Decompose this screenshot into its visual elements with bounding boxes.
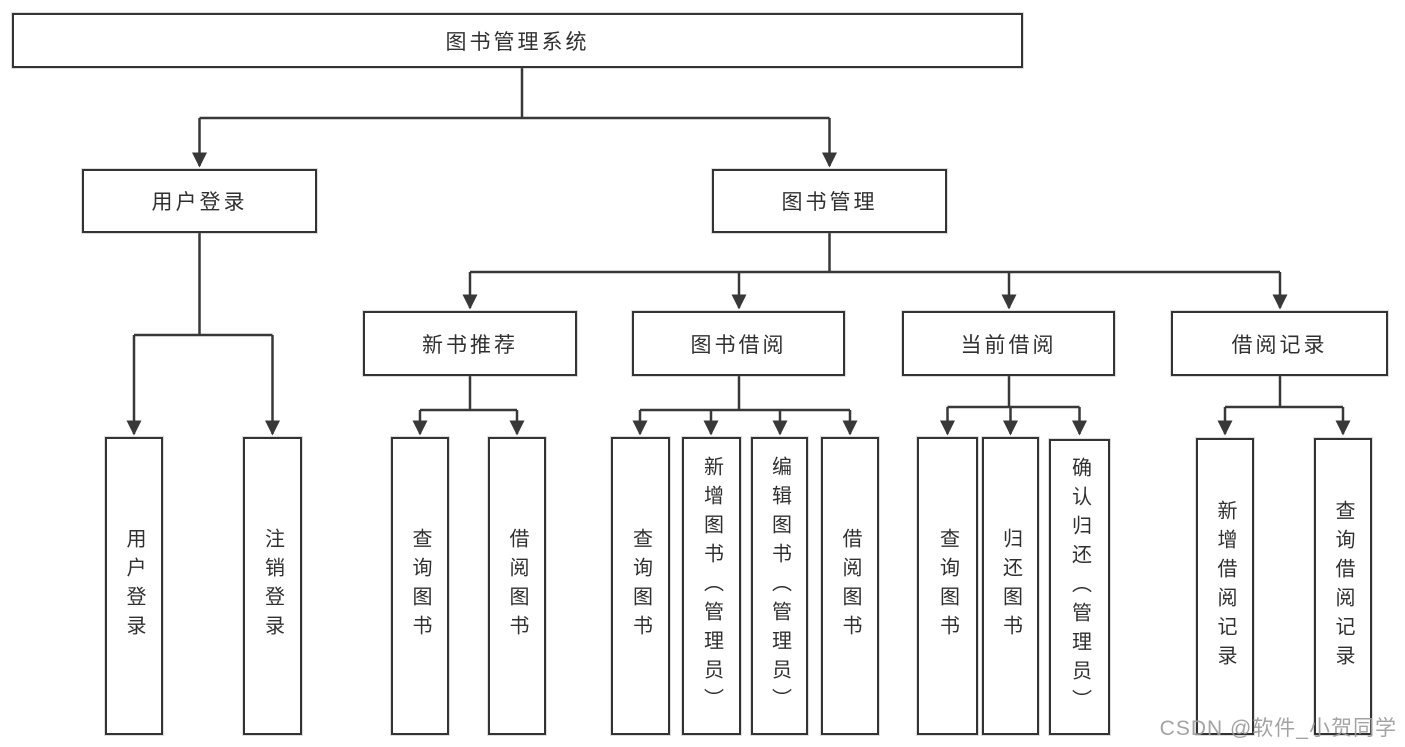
leaf-return-books: 归还图书 (982, 437, 1039, 735)
leaf-user-login: 用户登录 (105, 437, 163, 735)
node-borrow-records: 借阅记录 (1171, 311, 1388, 376)
leaf-query-books-recommend: 查询图书 (391, 437, 449, 735)
leaf-edit-book-admin: 编辑图书（管理员） (751, 437, 808, 735)
node-book-management-branch: 图书管理 (712, 169, 947, 233)
node-user-login-branch: 用户登录 (82, 169, 317, 233)
node-new-book-recommend: 新书推荐 (363, 311, 577, 376)
node-book-borrow: 图书借阅 (632, 311, 845, 376)
leaf-add-book-admin: 新增图书（管理员） (682, 437, 741, 735)
leaf-confirm-return-admin: 确认归还（管理员） (1049, 439, 1110, 735)
leaf-add-borrow-record: 新增借阅记录 (1196, 438, 1254, 735)
node-root-library-system: 图书管理系统 (12, 13, 1023, 68)
node-current-borrow: 当前借阅 (902, 311, 1115, 376)
leaf-borrow-books-recommend: 借阅图书 (488, 437, 546, 735)
leaf-query-books-borrow: 查询图书 (611, 437, 670, 735)
leaf-borrow-books: 借阅图书 (821, 437, 879, 735)
leaf-logout: 注销登录 (243, 437, 302, 735)
leaf-query-books-current: 查询图书 (917, 437, 978, 735)
csdn-watermark: CSDN @软件_小贺同学 (1159, 717, 1397, 740)
leaf-query-borrow-record: 查询借阅记录 (1314, 438, 1372, 735)
